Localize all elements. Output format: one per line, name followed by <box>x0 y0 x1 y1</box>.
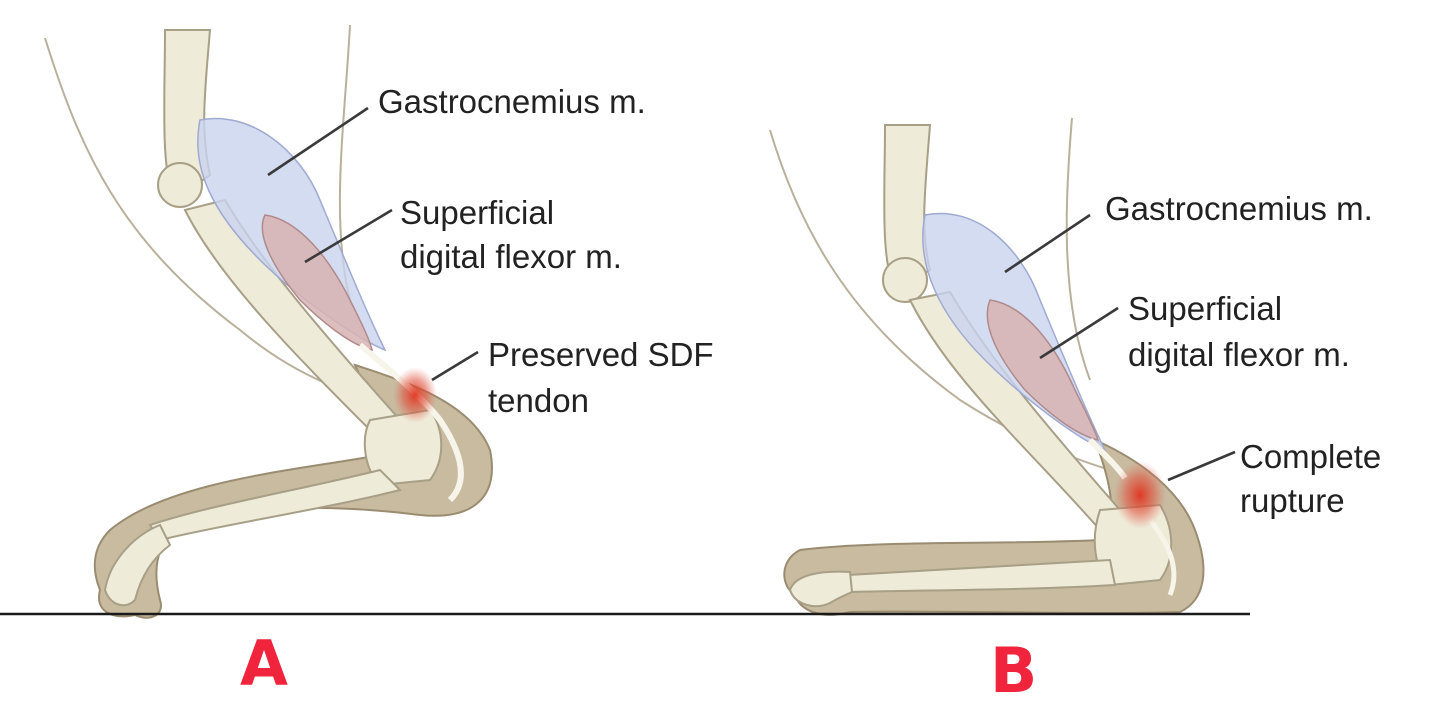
patella-b <box>882 257 928 303</box>
thigh-outline-b <box>1065 117 1091 381</box>
panel-a: Gastrocnemius m. Superficial digital fle… <box>44 24 714 700</box>
injury-spot-b <box>1114 461 1166 529</box>
label-tendon-line1-a: Preserved SDF <box>488 336 714 373</box>
leader-sdf-b <box>1039 306 1119 360</box>
injury-spot-a <box>393 367 437 423</box>
sdf-tendon-distal-b <box>1148 518 1177 596</box>
leader-gastrocnemius-b <box>1004 213 1091 274</box>
panel-b: Gastrocnemius m. Superficial digital fle… <box>769 117 1381 707</box>
label-rupture-line2-b: rupture <box>1240 482 1345 519</box>
label-sdf-line2-a: digital flexor m. <box>400 238 622 275</box>
label-sdf-line1-b: Superficial <box>1128 290 1282 327</box>
sdf-muscle-b <box>986 299 1100 442</box>
panel-letter-a: A <box>240 627 288 700</box>
label-gastrocnemius-b: Gastrocnemius m. <box>1105 190 1373 227</box>
label-rupture-line1-b: Complete <box>1240 438 1381 475</box>
leg-outline-b <box>769 129 1151 481</box>
label-gastrocnemius-a: Gastrocnemius m. <box>378 83 646 120</box>
toes-b <box>788 570 854 608</box>
leader-gastrocnemius-a <box>267 106 369 177</box>
label-sdf-line2-b: digital flexor m. <box>1128 336 1350 373</box>
label-sdf-line1-a: Superficial <box>400 194 554 231</box>
panel-letter-b: B <box>990 634 1037 707</box>
leader-sdf-a <box>304 208 393 264</box>
leader-tendon-a <box>431 350 479 382</box>
toes-a <box>103 523 172 607</box>
label-tendon-line2-a: tendon <box>488 382 589 419</box>
sdf-muscle-a <box>261 214 373 351</box>
sdf-tendon-a <box>358 342 464 503</box>
patella-a <box>157 162 203 208</box>
leader-rupture-b <box>1167 450 1236 482</box>
tarsus-a <box>363 408 443 487</box>
